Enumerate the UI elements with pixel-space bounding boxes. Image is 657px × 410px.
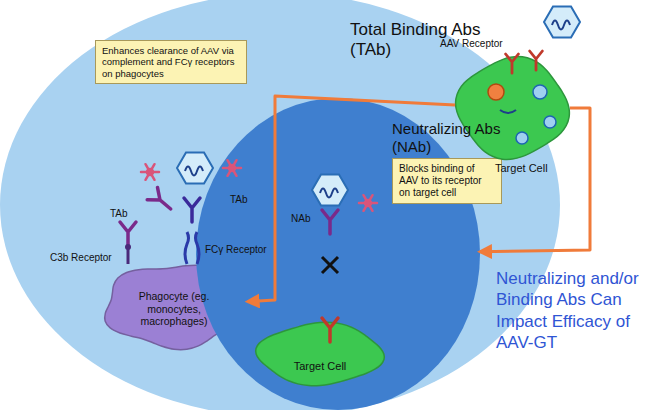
label-slot: FCγ Receptor <box>205 244 267 256</box>
note-box: Enhances clearance of AAV via complement… <box>95 40 247 84</box>
receptor-label: AAV Receptor <box>440 38 503 50</box>
note-text: Blocks binding of AAV to its receptor on… <box>399 163 495 199</box>
nab-region-fill <box>196 98 480 410</box>
c3b-receptor <box>125 244 131 250</box>
receptor-label: C3b Receptor <box>50 252 112 264</box>
text-slot: Phagocyte (eg. monocytes, macrophages) <box>114 290 234 328</box>
antibody-label: TAb <box>110 208 128 220</box>
aav-capsid <box>312 174 348 205</box>
headline-text: Neutralizing and/or Binding Abs Can Impa… <box>496 268 654 353</box>
text-slot: Neutralizing Abs (NAb) <box>392 120 522 156</box>
text-slot: Target Cell <box>495 162 567 175</box>
label-slot: AAV Receptor <box>440 38 503 50</box>
vesicle <box>516 132 528 144</box>
label-slot: NAb <box>291 213 310 225</box>
internalized-aav <box>488 84 504 100</box>
text-slot: Target Cell <box>255 360 385 373</box>
c3b-receptor <box>127 248 130 264</box>
aav-capsid <box>544 6 580 37</box>
target-cell-label: Target Cell <box>255 360 385 373</box>
antibody-label: NAb <box>291 213 310 225</box>
target-cell-fill <box>256 322 385 385</box>
note-text: Enhances clearance of AAV via complement… <box>102 45 240 79</box>
note-box: Blocks binding of AAV to its receptor on… <box>392 158 502 204</box>
vesicle <box>533 85 547 99</box>
target-cell-fill <box>456 57 570 160</box>
label-slot: TAb <box>110 208 128 220</box>
phagocyte-cell-label: Phagocyte (eg. monocytes, macrophages) <box>114 290 234 328</box>
tab-region: Total Binding Abs (TAb)Enhances clearanc… <box>0 0 560 410</box>
label-slot: TAb <box>230 194 248 206</box>
vesicle <box>544 116 556 128</box>
antibody-label: TAb <box>230 194 248 206</box>
target-cell-outline <box>255 322 385 386</box>
target-cell-label: Target Cell <box>495 162 567 175</box>
nab-region-label: Neutralizing Abs (NAb) <box>392 120 522 156</box>
tab-region-fill <box>0 0 560 410</box>
label-slot: C3b Receptor <box>50 252 112 264</box>
title-slot: Neutralizing and/or Binding Abs Can Impa… <box>496 268 654 353</box>
aav-capsid <box>177 152 213 183</box>
target-cell: Target Cell <box>255 322 385 386</box>
receptor-label: FCγ Receptor <box>205 244 267 256</box>
